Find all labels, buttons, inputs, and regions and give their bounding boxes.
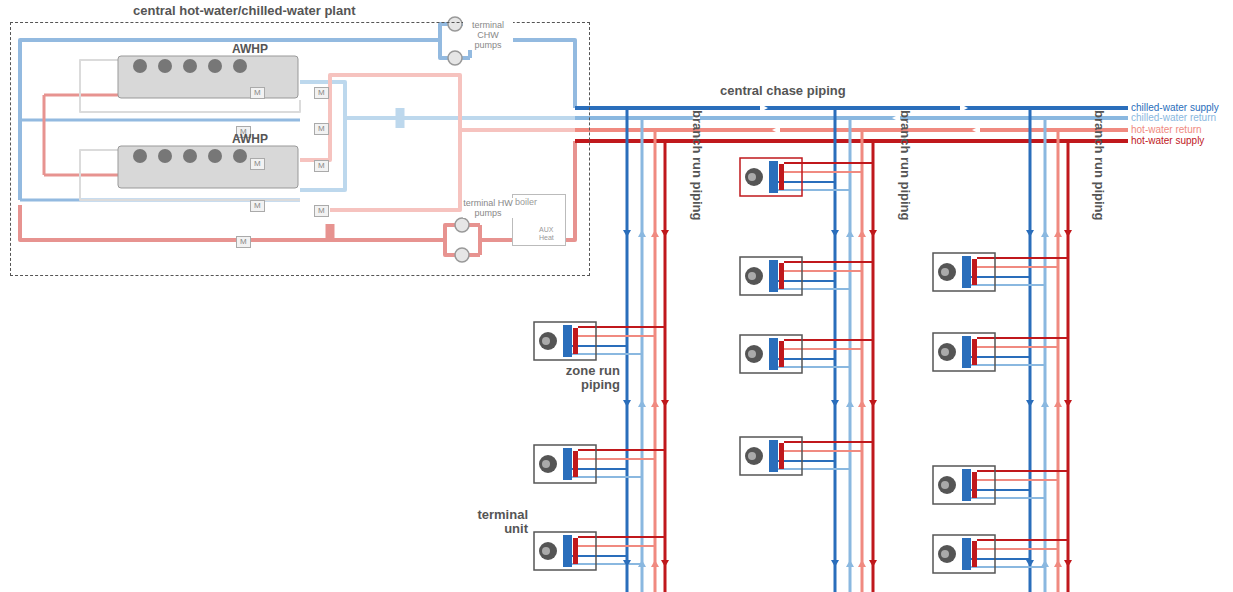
flow-arrow bbox=[831, 400, 839, 407]
flow-arrow bbox=[661, 560, 669, 567]
valve-letter: M bbox=[254, 88, 261, 98]
flow-arrow bbox=[638, 400, 646, 407]
flow-arrow bbox=[831, 560, 839, 567]
valve-letter: M bbox=[318, 206, 325, 216]
plant-boundary: central hot-water/chilled-water plantMMM… bbox=[10, 22, 590, 276]
valve-box: M bbox=[250, 87, 265, 99]
legend-swatch bbox=[1118, 128, 1128, 132]
flow-arrow bbox=[858, 230, 866, 237]
valve-letter: M bbox=[318, 161, 325, 171]
terminal-unit-symbol bbox=[534, 445, 665, 483]
flow-arrow bbox=[1026, 560, 1034, 567]
flow-arrow bbox=[831, 230, 839, 237]
legend-text: hot-water return bbox=[1131, 124, 1202, 135]
flow-arrow bbox=[661, 230, 669, 237]
legend-swatch bbox=[1118, 116, 1128, 120]
terminal-unit-symbol bbox=[740, 257, 873, 295]
valve-box: M bbox=[314, 205, 329, 217]
text-label: zone run piping bbox=[556, 364, 620, 392]
flow-arrow bbox=[1041, 400, 1049, 407]
text-label: branch run piping bbox=[898, 110, 912, 221]
flow-arrow bbox=[623, 230, 631, 237]
legend-text: chilled-water supply bbox=[1131, 102, 1219, 113]
branch-pipe bbox=[1067, 141, 1070, 592]
legend-swatch bbox=[1118, 139, 1128, 143]
valve-box: M bbox=[250, 200, 265, 212]
plant-title: central hot-water/chilled-water plant bbox=[131, 3, 358, 18]
text-label: branch run piping bbox=[1092, 110, 1106, 221]
flow-arrow bbox=[846, 230, 854, 237]
flow-arrow bbox=[1064, 230, 1072, 237]
valve-letter: M bbox=[318, 88, 325, 98]
legend-text: hot-water supply bbox=[1131, 135, 1204, 146]
flow-arrow bbox=[1064, 560, 1072, 567]
flow-arrow bbox=[1041, 230, 1049, 237]
terminal-unit-symbol bbox=[740, 335, 873, 373]
flow-arrow bbox=[651, 560, 659, 567]
branch-pipe bbox=[654, 130, 657, 592]
aux-heat-label: AUX Heat bbox=[539, 226, 563, 243]
flow-arrow bbox=[1026, 230, 1034, 237]
flow-arrow bbox=[638, 230, 646, 237]
flow-arrow bbox=[623, 400, 631, 407]
valve-box: M bbox=[250, 158, 265, 170]
text-label: terminal CHW pumps bbox=[463, 20, 513, 50]
flow-arrow bbox=[846, 560, 854, 567]
flow-arrow bbox=[846, 400, 854, 407]
text-label: AWHP bbox=[232, 42, 268, 56]
flow-arrow bbox=[651, 230, 659, 237]
flow-arrow bbox=[638, 560, 646, 567]
valve-box: M bbox=[314, 160, 329, 172]
branch-pipe bbox=[1057, 130, 1060, 592]
flow-arrow bbox=[623, 560, 631, 567]
text-label: AWHP bbox=[232, 132, 268, 146]
branch-pipe bbox=[861, 130, 864, 592]
valve-letter: M bbox=[254, 201, 261, 211]
flow-arrow bbox=[1041, 560, 1049, 567]
valve-letter: M bbox=[254, 159, 261, 169]
branch-pipe bbox=[626, 108, 629, 592]
legend-swatch bbox=[1118, 106, 1128, 110]
boiler-label: boiler bbox=[515, 197, 563, 208]
terminal-unit-symbol bbox=[933, 253, 1068, 291]
terminal-unit-symbol bbox=[740, 437, 873, 475]
flow-arrow bbox=[651, 400, 659, 407]
valve-box: M bbox=[236, 236, 251, 248]
branch-pipe bbox=[1029, 108, 1032, 592]
valve-letter: M bbox=[240, 237, 247, 247]
terminal-unit-symbol bbox=[534, 532, 665, 570]
flow-arrow bbox=[1064, 400, 1072, 407]
flow-arrow bbox=[661, 400, 669, 407]
valve-box: M bbox=[314, 123, 329, 135]
branch-pipe bbox=[872, 141, 875, 592]
flow-arrow bbox=[858, 560, 866, 567]
valve-box: M bbox=[314, 87, 329, 99]
legend-text: chilled-water return bbox=[1131, 112, 1216, 123]
flow-arrow bbox=[869, 560, 877, 567]
flow-arrow bbox=[1026, 400, 1034, 407]
valve-letter: M bbox=[318, 124, 325, 134]
text-label: terminal unit bbox=[470, 508, 528, 536]
branch-pipe bbox=[1044, 118, 1047, 592]
terminal-unit-symbol bbox=[740, 158, 873, 196]
terminal-unit-symbol bbox=[933, 466, 1068, 504]
terminal-unit-symbol bbox=[933, 333, 1068, 371]
text-label: central chase piping bbox=[720, 84, 846, 98]
flow-arrow bbox=[1054, 230, 1062, 237]
flow-arrow bbox=[1054, 400, 1062, 407]
text-label: terminal HW pumps bbox=[463, 198, 513, 218]
boiler-box: boilerAUX Heat bbox=[512, 194, 566, 246]
flow-arrow bbox=[869, 400, 877, 407]
text-label: branch run piping bbox=[690, 110, 704, 221]
flow-arrow bbox=[858, 400, 866, 407]
flow-arrow bbox=[869, 230, 877, 237]
terminal-unit-symbol bbox=[534, 322, 665, 360]
flow-arrow bbox=[1054, 560, 1062, 567]
terminal-unit-symbol bbox=[933, 535, 1068, 573]
branch-pipe bbox=[664, 141, 667, 592]
